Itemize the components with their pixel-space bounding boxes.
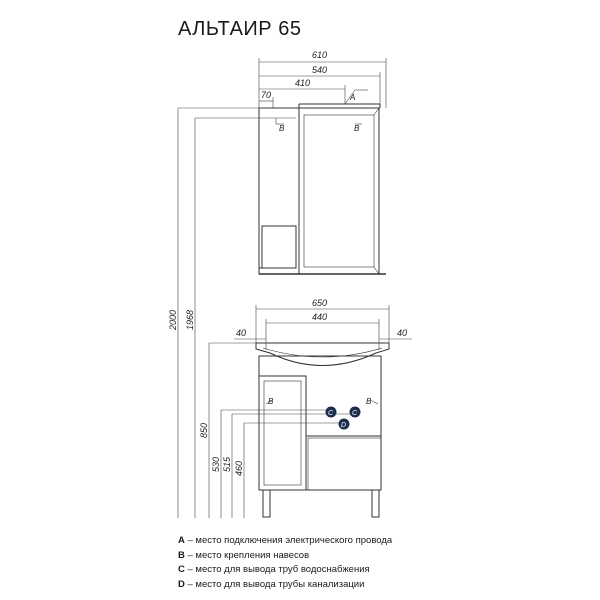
dim-540: 540 xyxy=(312,65,327,75)
dim-440: 440 xyxy=(312,312,327,322)
mirror-inner-frame xyxy=(303,114,375,268)
dim-515: 515 xyxy=(222,456,232,472)
dim-460: 460 xyxy=(234,461,244,476)
marker-a: A xyxy=(349,93,355,102)
dim-70: 70 xyxy=(261,90,271,100)
dim-850: 850 xyxy=(199,423,209,438)
legend-row-c: C – место для вывода труб водоснабжения xyxy=(178,564,370,575)
marker-c-right: C xyxy=(352,410,358,417)
dim-40-left: 40 xyxy=(236,328,246,338)
marker-b-shelf: B xyxy=(279,124,285,133)
legend-row-b: B – место крепления навесов xyxy=(178,549,310,561)
vanity xyxy=(255,342,390,518)
marker-c-left-icon xyxy=(325,406,337,418)
leg-right xyxy=(371,489,380,518)
dim-410: 410 xyxy=(295,78,310,88)
legend-row-d: D – место для вывода трубы канализации xyxy=(178,578,365,590)
marker-b-right: B xyxy=(366,397,372,406)
sink-top xyxy=(255,342,390,366)
dim-610: 610 xyxy=(312,50,327,60)
leg-left xyxy=(262,489,271,518)
legend: A – место подключения электрического про… xyxy=(178,534,392,592)
dim-650: 650 xyxy=(312,298,327,308)
marker-b-mirror: B xyxy=(354,124,360,133)
marker-d-icon xyxy=(338,418,350,430)
marker-c-left: C xyxy=(328,410,334,417)
dim-2000: 2000 xyxy=(168,310,178,331)
marker-b-left-door: B xyxy=(268,397,274,406)
dim-530: 530 xyxy=(211,457,221,472)
pipe-markers xyxy=(325,406,361,430)
vanity-left-door xyxy=(258,375,307,491)
technical-drawing: 610 540 410 70 A B B 2000 1968 xyxy=(168,50,412,518)
dim-1968: 1968 xyxy=(185,310,195,330)
page-title: АЛЬТАИР 65 xyxy=(178,18,302,40)
marker-c-right-icon xyxy=(349,406,361,418)
mirror-panel xyxy=(298,107,380,275)
vanity-drawer xyxy=(307,437,382,491)
marker-d: D xyxy=(341,422,346,429)
dim-40-right: 40 xyxy=(397,328,407,338)
legend-row-a: A – место подключения электрического про… xyxy=(178,535,393,546)
mirror-dimensions xyxy=(177,58,387,518)
shelf-cabinet-door xyxy=(261,225,297,269)
